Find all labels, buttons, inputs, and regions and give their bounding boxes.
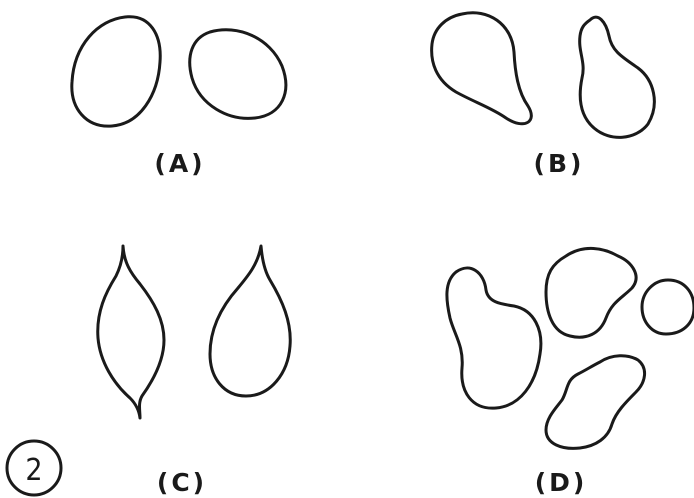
- panel-d-label: (D): [535, 468, 588, 497]
- panel-c-label: (C): [157, 468, 207, 497]
- panel-d-blob-large-left: [447, 268, 541, 408]
- panel-a-oval-right: [190, 30, 286, 119]
- panel-c: (C): [98, 246, 291, 497]
- panel-d: (D): [447, 248, 694, 497]
- panel-d-blob-bottom: [546, 356, 645, 449]
- panel-c-lens-left: [98, 246, 164, 418]
- panel-b-drop-left: [432, 13, 532, 124]
- panel-c-drop-right: [210, 246, 290, 396]
- panel-b: (B): [432, 13, 655, 178]
- panel-b-label: (B): [534, 149, 585, 178]
- panel-b-drop-right: [580, 17, 655, 137]
- panel-a: (A): [72, 17, 286, 178]
- panel-d-circle-small: [642, 280, 694, 334]
- figure-number-badge: 2: [7, 441, 61, 495]
- panel-d-blob-top: [546, 248, 636, 337]
- panel-a-oval-left: [72, 17, 160, 126]
- figure-number: 2: [25, 453, 42, 488]
- panel-a-label: (A): [154, 149, 205, 178]
